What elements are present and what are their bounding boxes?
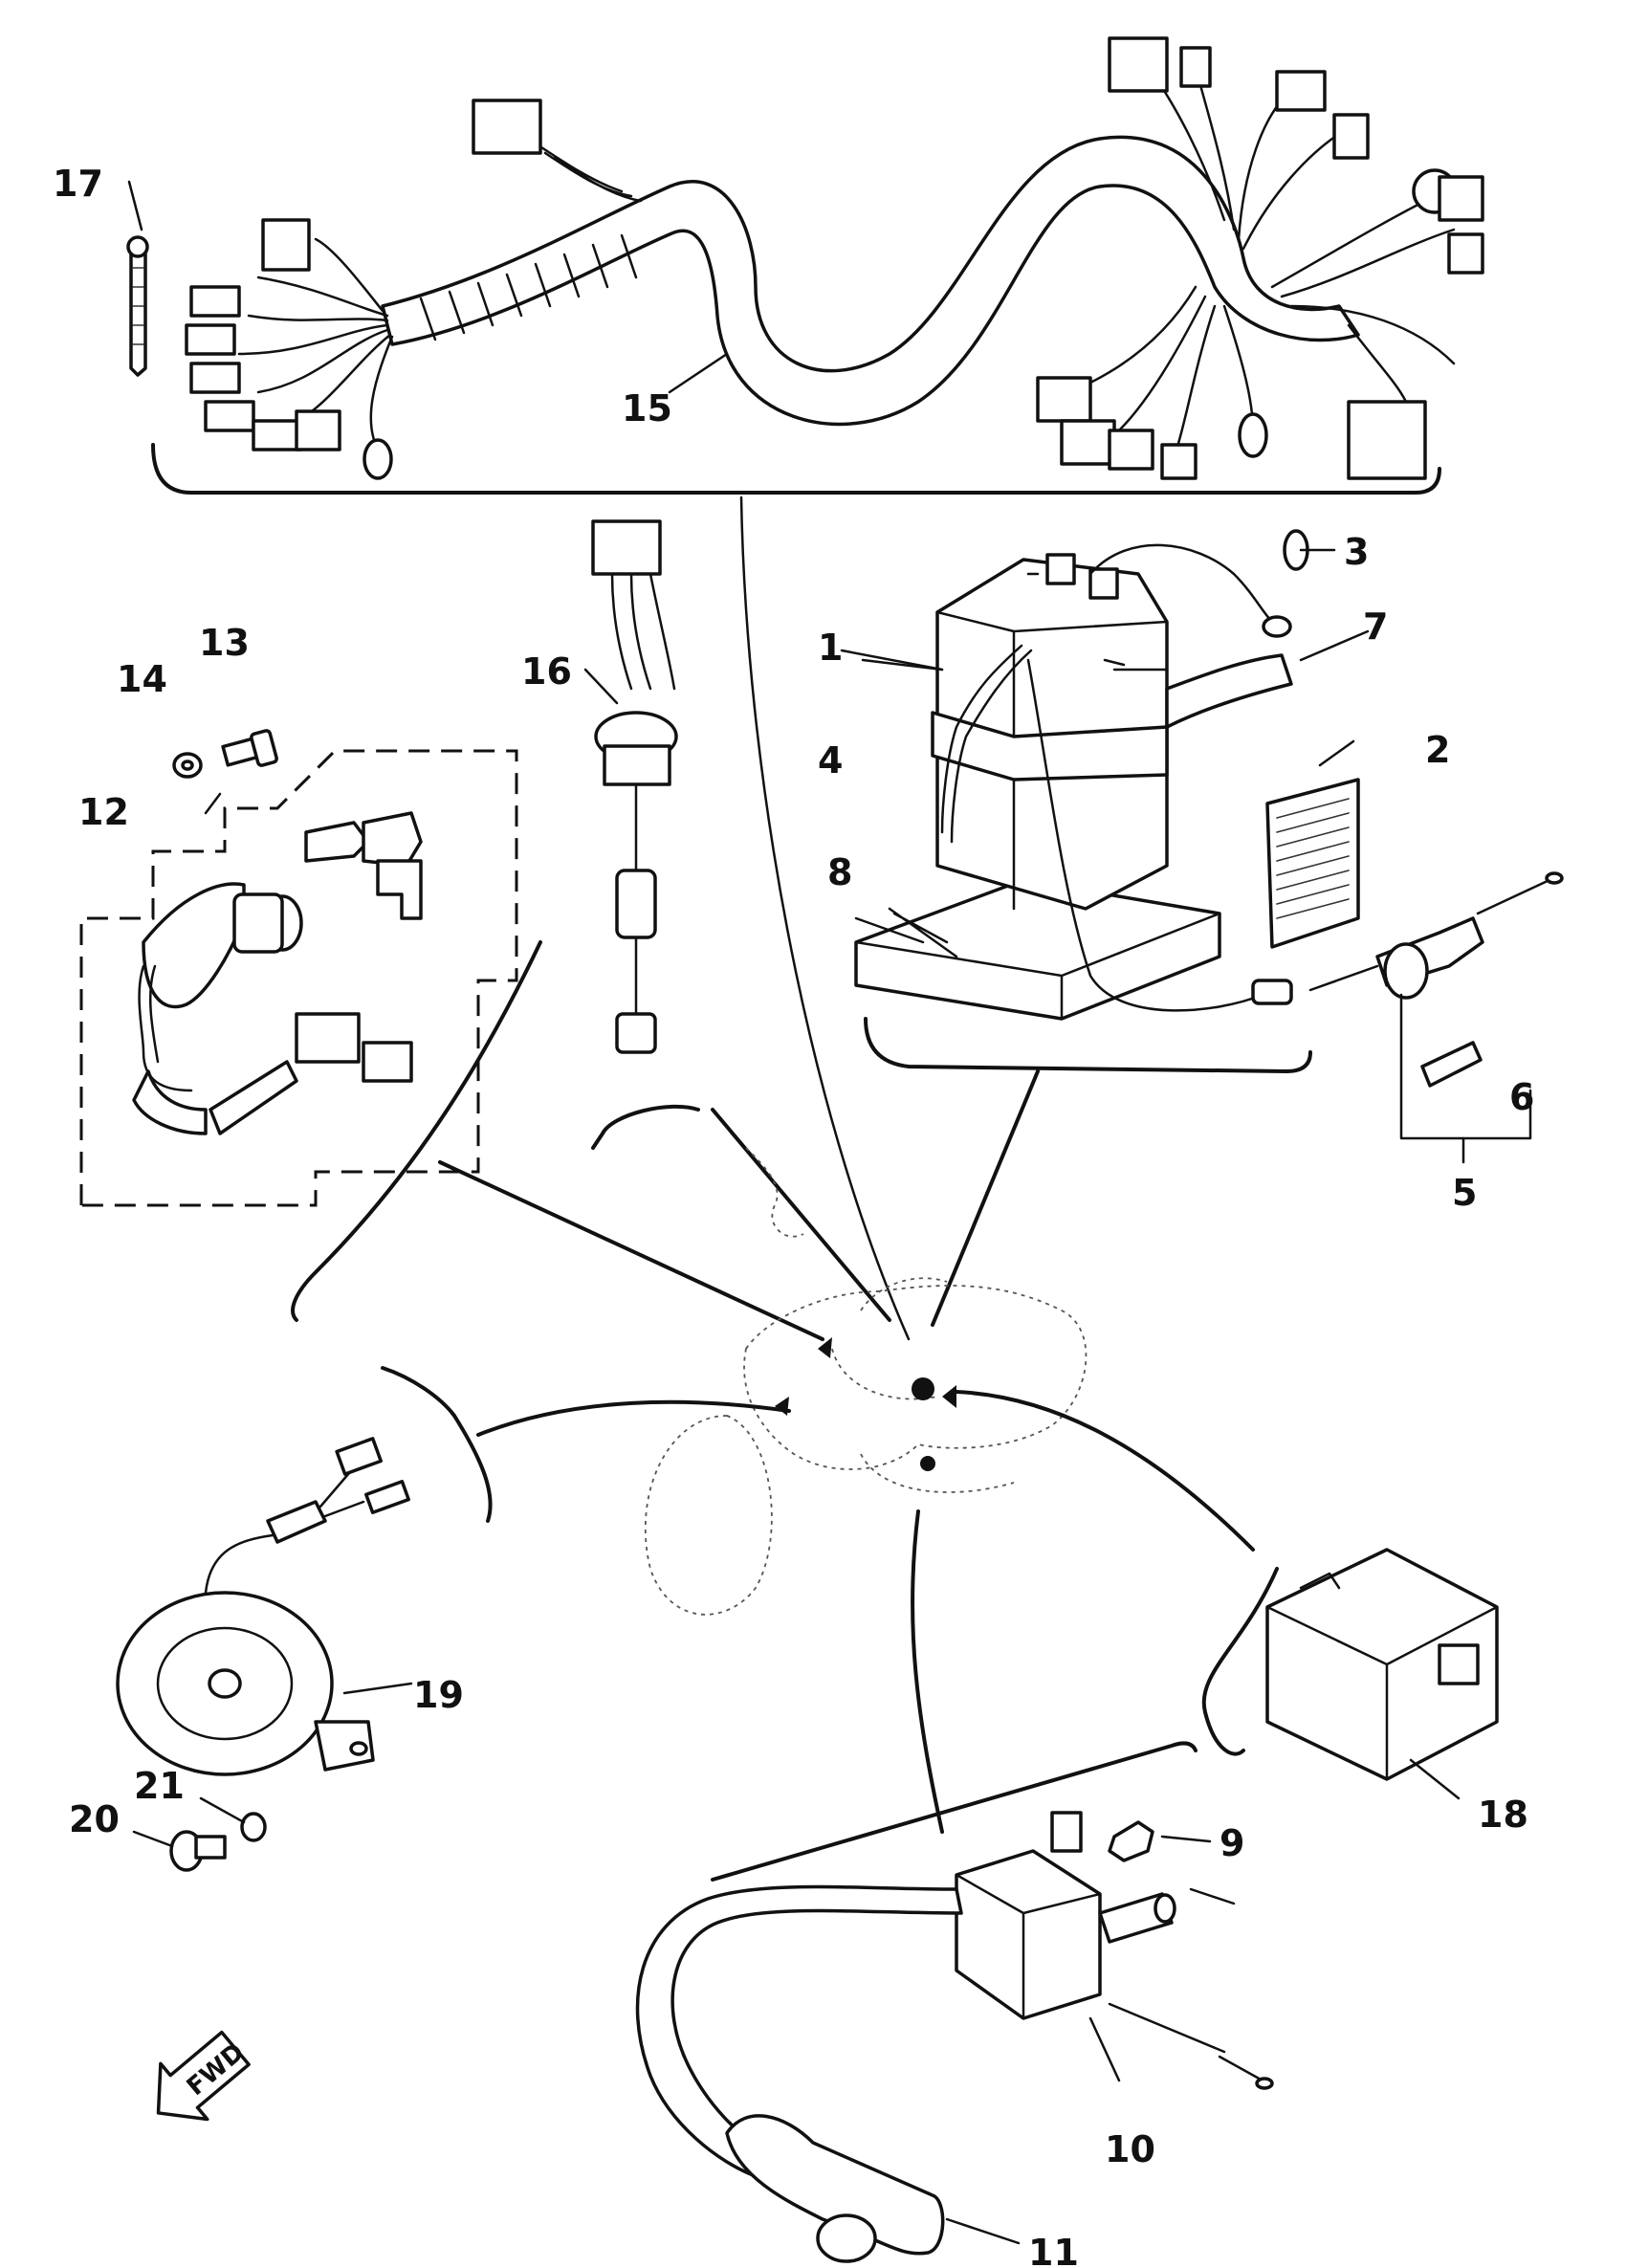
callout-5: 5 [1452, 1172, 1477, 1214]
wire-harness-icon [151, 36, 1484, 495]
washer-icon [172, 752, 203, 779]
battery-icon [854, 543, 1360, 1327]
callout-7: 7 [1363, 606, 1388, 648]
callout-9: 9 [1220, 1822, 1244, 1864]
callout-8: 8 [827, 851, 852, 893]
horn-bolt-icon [169, 1830, 227, 1872]
callout-2: 2 [1425, 729, 1450, 771]
callout-12: 12 [78, 791, 129, 833]
screw-icon [1283, 529, 1336, 571]
callout-10: 10 [1105, 2128, 1155, 2170]
callout-15: 15 [622, 387, 672, 429]
main-switch-icon [79, 749, 518, 1207]
relay-icon [955, 1390, 1499, 1781]
callout-6: 6 [1509, 1076, 1534, 1118]
callout-17: 17 [53, 163, 103, 205]
cable-tie-icon [126, 235, 149, 377]
callout-11: 11 [1028, 2232, 1079, 2268]
horn-washer-icon [240, 1812, 267, 1842]
ignition-coil-icon [635, 1509, 1274, 2263]
bolt-icon [221, 729, 278, 767]
callout-14: 14 [117, 658, 167, 700]
fuse-holder-icon [1308, 871, 1564, 1000]
callout-21: 21 [134, 1765, 185, 1807]
resistor-cap-icon [591, 519, 891, 1322]
mount-point-markers [775, 1337, 956, 1471]
callout-3: 3 [1344, 531, 1369, 573]
nut-icon [1108, 1820, 1154, 1862]
callout-18: 18 [1478, 1794, 1528, 1836]
callout-19: 19 [413, 1674, 464, 1716]
fwd-arrow-icon: FWD [156, 2030, 251, 2122]
callout-13: 13 [199, 622, 250, 664]
horn-icon [116, 1366, 791, 1776]
callout-20: 20 [69, 1798, 120, 1840]
callout-1: 1 [818, 627, 843, 669]
callout-16: 16 [521, 650, 572, 693]
callout-4: 4 [818, 739, 843, 782]
engine-outline [644, 1147, 1088, 1616]
fuse-icon [1420, 1041, 1483, 1088]
